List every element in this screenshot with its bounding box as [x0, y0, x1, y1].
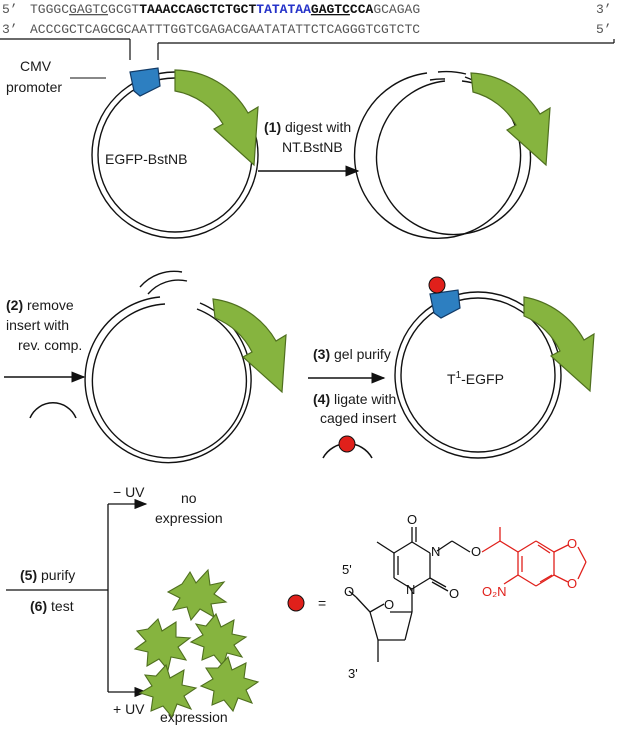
- seq-top-bold1: TAAACCAGCTCTGCT: [139, 2, 256, 17]
- no-expression-line2: expression: [155, 510, 223, 526]
- step1-line2: NT.BstNB: [282, 139, 343, 155]
- step5-number: (5): [20, 567, 37, 583]
- cell-5: [199, 655, 260, 713]
- svg-text:(4) ligate with: (4) ligate with: [313, 391, 396, 407]
- step6-number: (6): [30, 598, 47, 614]
- cell-2: [133, 617, 192, 672]
- egfp-arrow-3: [212, 298, 287, 394]
- step-3-4: (3) gel purify (4) ligate with caged ins…: [308, 346, 396, 459]
- seq-top-mid: GCGT: [108, 2, 139, 17]
- step-1: (1) digest with NT.BstNB: [258, 119, 360, 177]
- cell-1: [166, 568, 228, 622]
- seq-top-5prime: 5’: [2, 2, 18, 17]
- plus-uv-label: + UV: [113, 701, 145, 717]
- step5-text: purify: [41, 567, 75, 583]
- step2-line2: insert with: [6, 317, 69, 333]
- seq-top-suffix: GCAGAG: [373, 2, 420, 17]
- cell-3: [189, 612, 248, 668]
- atom-n3: N: [431, 544, 440, 559]
- atom-n1: N: [406, 582, 415, 597]
- minus-uv-label: − UV: [113, 484, 145, 500]
- svg-text:(3) gel purify: (3) gel purify: [313, 346, 391, 362]
- egfp-arrow: [174, 69, 259, 167]
- seq-top-tata: TATATAA: [256, 2, 311, 17]
- step1-number: (1): [264, 119, 281, 135]
- reverse-complement-strand: [29, 402, 77, 419]
- cmv-label-line2: promoter: [6, 79, 62, 95]
- cmv-label-line1: CMV: [20, 58, 52, 74]
- cage-legend: =: [287, 594, 326, 612]
- atom-no2: O₂N: [482, 584, 507, 599]
- atom-o-ring: O: [384, 597, 394, 612]
- svg-text:3’ ACCCGCTCAGCGCAATTTGGT: 3’ ACCCGCTCAGCGCAATTTGGTCGAGACGAATATATTC…: [0, 20, 617, 37]
- cmv-promoter-shape-4: [429, 289, 461, 319]
- expression-label: expression: [160, 709, 228, 725]
- cmv-promoter-shape: [129, 67, 161, 97]
- test-outcomes: (5) purify (6) test − UV no expression +…: [6, 484, 260, 725]
- svg-text:(1) digest with: (1) digest with: [264, 119, 351, 135]
- seq-top-prefix: TGGGC: [30, 2, 69, 17]
- removed-insert-strand2: [147, 279, 188, 295]
- legend-cage-symbol: [287, 594, 305, 612]
- plasmid1-label: EGFP-BstNB: [105, 151, 187, 167]
- plasmid4-label: T1-EGFP: [447, 370, 504, 387]
- step-2: (2) remove insert with rev. comp.: [4, 297, 86, 419]
- seq-top-site1: GAGTC: [69, 2, 108, 17]
- structure-atoms: O N O N O 5' O O 3' O₂N O O: [342, 512, 577, 681]
- plasmid-egfp-bstnb: EGFP-BstNB: [91, 67, 259, 239]
- svg-text:(2) remove: (2) remove: [6, 297, 74, 313]
- no-expression-line1: no: [181, 490, 197, 506]
- caged-insert-cage: [338, 435, 356, 453]
- svg-text:(5) purify: (5) purify: [20, 567, 75, 583]
- plasmid-t1-egfp: T1-EGFP: [394, 276, 595, 459]
- step4-line2: caged insert: [320, 410, 396, 426]
- step4-number: (4): [313, 391, 330, 407]
- step2-number: (2): [6, 297, 23, 313]
- caged-thymidine-structure: [348, 527, 471, 662]
- cage-on-plasmid: [428, 276, 446, 294]
- atom-o-top: O: [407, 512, 417, 527]
- seq-bottom-5prime: 5’: [596, 22, 612, 37]
- atom-o-diox1: O: [567, 536, 577, 551]
- atom-o-bottom: O: [449, 586, 459, 601]
- atom-o-5: O: [344, 584, 354, 599]
- step4-line1: ligate with: [334, 391, 396, 407]
- svg-text:5’ TGGGCGAGTCGCGTTAAACCA: 5’ TGGGCGAGTCGCGTTAAACCAGCTCTGCTTATATAAG…: [0, 0, 617, 17]
- egfp-arrow-4: [523, 296, 595, 393]
- fluorescent-cells: [133, 568, 260, 719]
- seq-top-site2: GAGTC: [311, 2, 350, 17]
- atom-o-ether: O: [471, 544, 481, 559]
- label-3prime: 3': [348, 666, 358, 681]
- cell-4: [138, 663, 198, 719]
- seq-bottom: ACCCGCTCAGCGCAATTTGGTCGAGACGAATATATTCTCA…: [30, 22, 420, 37]
- dna-sequence: 5’ TGGGCGAGTCGCGTTAAACCAGCTCTGCTTATATAAG…: [0, 0, 617, 60]
- step3-number: (3): [313, 346, 330, 362]
- step1-line1: digest with: [285, 119, 351, 135]
- plasmid-gapped: [84, 270, 287, 464]
- removed-insert-strand1: [139, 270, 183, 288]
- label-5prime: 5': [342, 562, 352, 577]
- atom-o-diox2: O: [567, 576, 577, 591]
- seq-top-3prime: 3’: [596, 2, 612, 17]
- legend-equals: =: [318, 595, 326, 611]
- seq-top-bold2: CCA: [350, 2, 374, 17]
- step6-text: test: [51, 598, 74, 614]
- step2-line1: remove: [27, 297, 74, 313]
- egfp-arrow-2: [470, 72, 551, 167]
- step2-line3: rev. comp.: [18, 337, 82, 353]
- step3-text: gel purify: [334, 346, 391, 362]
- svg-text:(6) test: (6) test: [30, 598, 74, 614]
- cage-group-structure: [481, 527, 587, 587]
- plasmid-nicked: [353, 70, 551, 240]
- seq-bottom-3prime: 3’: [2, 22, 18, 37]
